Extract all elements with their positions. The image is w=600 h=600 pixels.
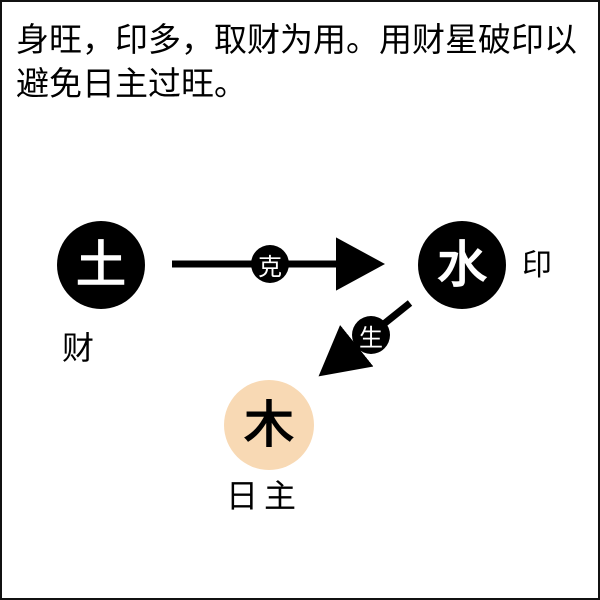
earth-node: 土 (57, 221, 145, 309)
wealth-label: 财 (62, 329, 95, 367)
overcome-badge-text: 克 (258, 252, 282, 281)
diagram-caption: 身旺，印多，取财为用。用财星破印以避免日主过旺。 (16, 20, 577, 103)
generate-badge-text: 生 (359, 323, 383, 352)
seal-label: 印 (522, 248, 552, 283)
water-node-char: 水 (437, 235, 487, 294)
earth-node-char: 土 (76, 235, 126, 294)
water-node: 水 (418, 221, 506, 309)
wood-node: 木 (224, 380, 314, 470)
wood-node-char: 木 (244, 395, 294, 454)
generate-badge: 生 (352, 316, 390, 354)
overcome-badge: 克 (251, 245, 289, 283)
day-master-label: 日主 (226, 477, 303, 515)
